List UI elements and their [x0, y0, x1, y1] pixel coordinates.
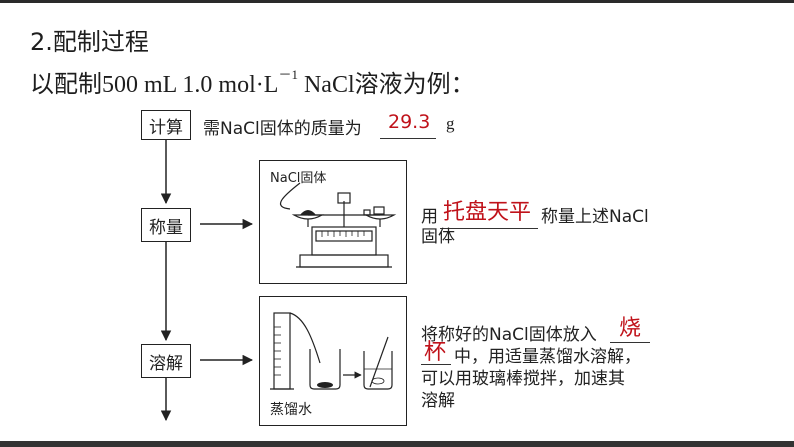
dissolve-figure-panel: 蒸馏水: [259, 296, 407, 426]
dissolve-illustration: [270, 312, 393, 390]
calc-unit: g: [446, 114, 455, 133]
balance-illustration: [279, 182, 397, 268]
dissolve-answer-part1: 烧: [619, 316, 642, 341]
weigh-answer-blank: [440, 228, 538, 229]
top-border: [0, 0, 794, 3]
bottom-border: [0, 441, 794, 447]
weigh-prefix: 用: [421, 207, 438, 227]
intro-superscript: －1: [278, 67, 298, 82]
intro-suffix: NaCl溶液为例：: [297, 72, 475, 98]
step-weigh-box: 称量: [141, 208, 191, 242]
weigh-answer: 托盘天平: [443, 200, 532, 225]
intro-text: 以配制500 mL 1.0 mol·L－1 NaCl溶液为例：: [30, 64, 475, 99]
weigh-line2: 固体: [421, 227, 455, 247]
dissolve-line4: 溶解: [421, 391, 455, 411]
balance-figure-panel: NaCl固体: [259, 160, 407, 284]
calc-answer-blank: [380, 138, 436, 139]
calc-answer: 29.3: [388, 111, 431, 133]
calc-text: 需NaCl固体的质量为: [203, 119, 362, 139]
step-dissolve-box: 溶解: [141, 344, 191, 378]
dissolve-answer-part2: 杯: [424, 340, 447, 365]
dissolve-answer-blank-1: [610, 342, 650, 343]
distilled-water-label: 蒸馏水: [270, 402, 312, 418]
dissolve-line1: 将称好的NaCl固体放入: [421, 325, 597, 345]
intro-prefix: 以配制500 mL 1.0 mol·L: [30, 72, 279, 98]
dissolve-line3: 可以用玻璃棒搅拌，加速其: [421, 369, 625, 389]
dissolve-line2: 中，用适量蒸馏水溶解，: [454, 347, 641, 367]
section-title: 2.配制过程: [30, 28, 149, 56]
dissolve-answer-blank-2: [421, 364, 451, 365]
weigh-suffix: 称量上述NaCl: [541, 207, 649, 227]
step-calc-box: 计算: [141, 110, 191, 140]
nacl-label: NaCl固体: [270, 171, 327, 186]
